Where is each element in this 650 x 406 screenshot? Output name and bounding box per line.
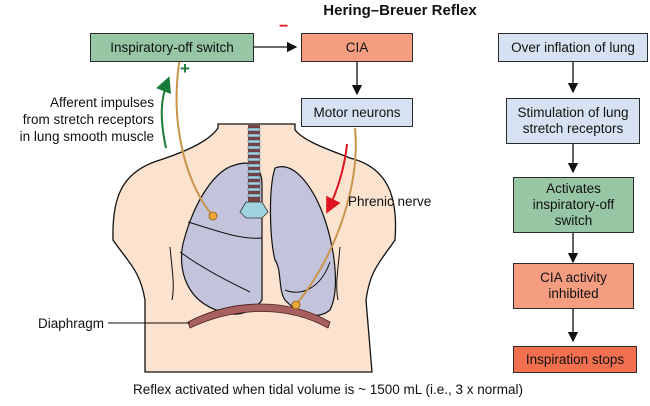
flow-step-inspiration-stops: Inspiration stops — [513, 346, 637, 373]
flow-step-activates-switch: Activates inspiratory-off switch — [513, 177, 634, 233]
phrenic-nerve — [295, 127, 357, 306]
inhibit-sign: − — [279, 18, 289, 35]
flow-step-stimulation: Stimulation of lung stretch receptors — [506, 98, 640, 144]
diaphragm — [187, 303, 331, 329]
flow-step-cia-inhibited: CIA activity inhibited — [513, 263, 634, 309]
afferent-arrow — [156, 76, 171, 149]
phrenic-nerve-label: Phrenic nerve — [348, 194, 432, 209]
diagram-title: Hering–Breuer Reflex — [323, 2, 477, 19]
diaphragm-label: Diaphragm — [38, 316, 105, 331]
inspiratory-off-switch-label: Inspiratory-off switch — [110, 39, 234, 55]
cia-box: CIA — [301, 33, 413, 62]
afferent-nerve — [175, 56, 214, 217]
efferent-arrow — [326, 143, 348, 214]
motor-neurons-box: Motor neurons — [301, 98, 413, 127]
inspiratory-off-switch-box: Inspiratory-off switch — [90, 33, 254, 62]
trachea — [239, 125, 269, 219]
cia-label: CIA — [345, 39, 369, 55]
afferent-impulses-label: Afferent impulses from stretch receptors… — [19, 95, 154, 144]
flow-step-over-inflation: Over inflation of lung — [498, 33, 648, 62]
excite-sign: + — [180, 59, 190, 78]
motor-neurons-label: Motor neurons — [313, 104, 401, 120]
caption: Reflex activated when tidal volume is ~ … — [132, 382, 524, 397]
